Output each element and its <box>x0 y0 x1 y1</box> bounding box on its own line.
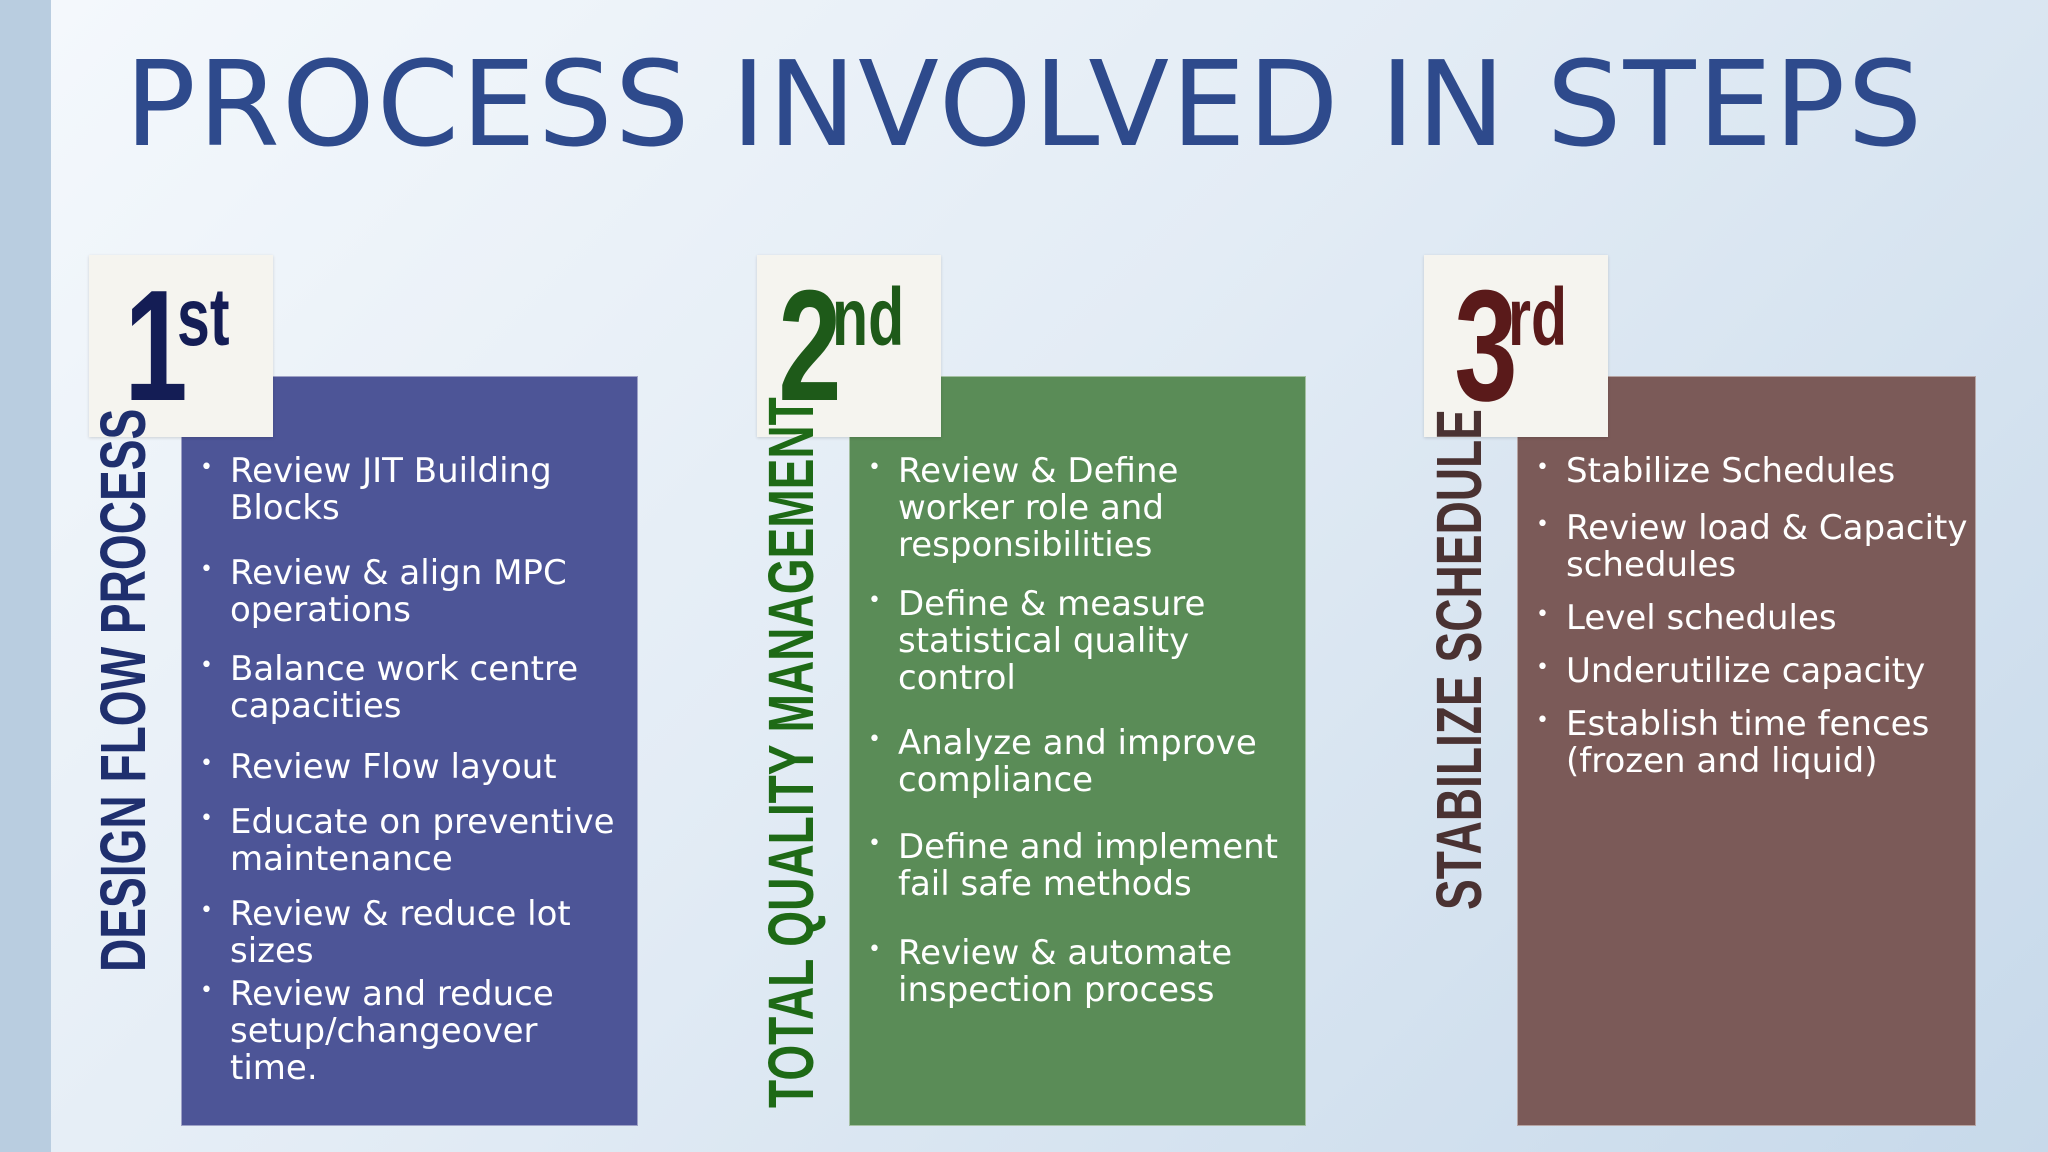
list-item: Review & align MPC operations <box>182 551 627 629</box>
step-3-number: 3 <box>1454 258 1518 434</box>
step-2-number: 2 <box>778 258 842 434</box>
list-item: Review load & Capacity schedules <box>1518 506 1968 584</box>
list-item: Educate on preventive maintenance <box>182 800 627 878</box>
list-item: Review & Define worker role and responsi… <box>850 449 1295 564</box>
list-item: Review & reduce lot sizes <box>182 892 627 970</box>
step-2-panel: Review & Define worker role and responsi… <box>849 376 1306 1126</box>
step-2-badge: 2 nd <box>757 255 941 437</box>
step-2-suffix: nd <box>831 272 904 363</box>
slide-title: PROCESS INVOLVED IN STEPS <box>124 35 1925 173</box>
step-1-list: Review JIT Building Blocks Review & alig… <box>182 449 627 1087</box>
list-item: Balance work centre capacities <box>182 647 627 725</box>
step-1-suffix: st <box>177 272 230 363</box>
list-item: Analyze and improve compliance <box>850 721 1295 799</box>
step-3-suffix: rd <box>1507 272 1567 363</box>
step-2-vertical-label: TOTAL QUALITY MANAGEMENT <box>755 397 827 1109</box>
list-item: Review Flow layout <box>182 745 627 786</box>
step-3-list: Stabilize Schedules Review load & Capaci… <box>1518 449 1968 780</box>
list-item: Level schedules <box>1518 596 1968 637</box>
list-item: Review & automate inspection process <box>850 931 1295 1009</box>
step-3-panel: Stabilize Schedules Review load & Capaci… <box>1517 376 1976 1126</box>
step-3-vertical-label: STABILIZE SCHEDULE <box>1423 409 1495 910</box>
step-1-vertical-label: DESIGN FLOW PROCESS <box>87 408 159 973</box>
step-2-list: Review & Define worker role and responsi… <box>850 449 1295 1009</box>
list-item: Establish time fences (frozen and liquid… <box>1518 702 1968 780</box>
step-1-badge: 1 st <box>89 255 273 437</box>
list-item: Review JIT Building Blocks <box>182 449 627 527</box>
list-item: Define & measure statistical quality con… <box>850 582 1295 697</box>
list-item: Review and reduce setup/changeover time. <box>182 972 627 1087</box>
list-item: Stabilize Schedules <box>1518 449 1968 490</box>
step-1-number: 1 <box>123 258 188 434</box>
step-3-badge: 3 rd <box>1424 255 1608 437</box>
list-item: Define and implement fail safe methods <box>850 825 1295 903</box>
list-item: Underutilize capacity <box>1518 649 1968 690</box>
step-1-panel: Review JIT Building Blocks Review & alig… <box>181 376 638 1126</box>
